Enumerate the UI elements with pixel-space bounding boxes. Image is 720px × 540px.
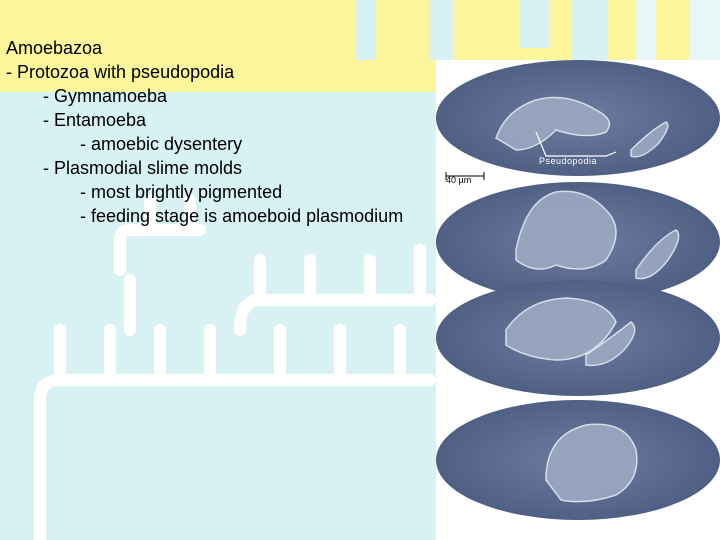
scale-bar [445, 172, 485, 180]
outline-item: - Plasmodial slime molds [43, 158, 243, 178]
pseudopodia-pointer [535, 131, 617, 157]
outline-item: - Entamoeba [43, 110, 147, 130]
outline-item: - Gymnamoeba [43, 86, 168, 106]
micrograph-panel [436, 60, 720, 540]
scale-label: 40 µm [446, 175, 472, 185]
outline-heading: Amoebazoa [6, 38, 103, 58]
outline-item: - amoebic dysentery [80, 134, 243, 154]
top-stripe [636, 0, 656, 60]
top-stripe [520, 0, 550, 48]
top-stripe [572, 0, 608, 60]
outline-item: - Protozoa with pseudopodia [6, 62, 235, 82]
amoeba-micrographs [436, 60, 720, 520]
outline-text: Amoebazoa - Protozoa with pseudopodia - … [6, 36, 403, 228]
pseudopodia-label: Pseudopodia [539, 156, 598, 166]
top-stripe [430, 0, 454, 60]
top-stripe [690, 0, 720, 60]
outline-item: - feeding stage is amoeboid plasmodium [80, 206, 404, 226]
top-stripe [356, 0, 376, 60]
outline-item: - most brightly pigmented [80, 182, 283, 202]
